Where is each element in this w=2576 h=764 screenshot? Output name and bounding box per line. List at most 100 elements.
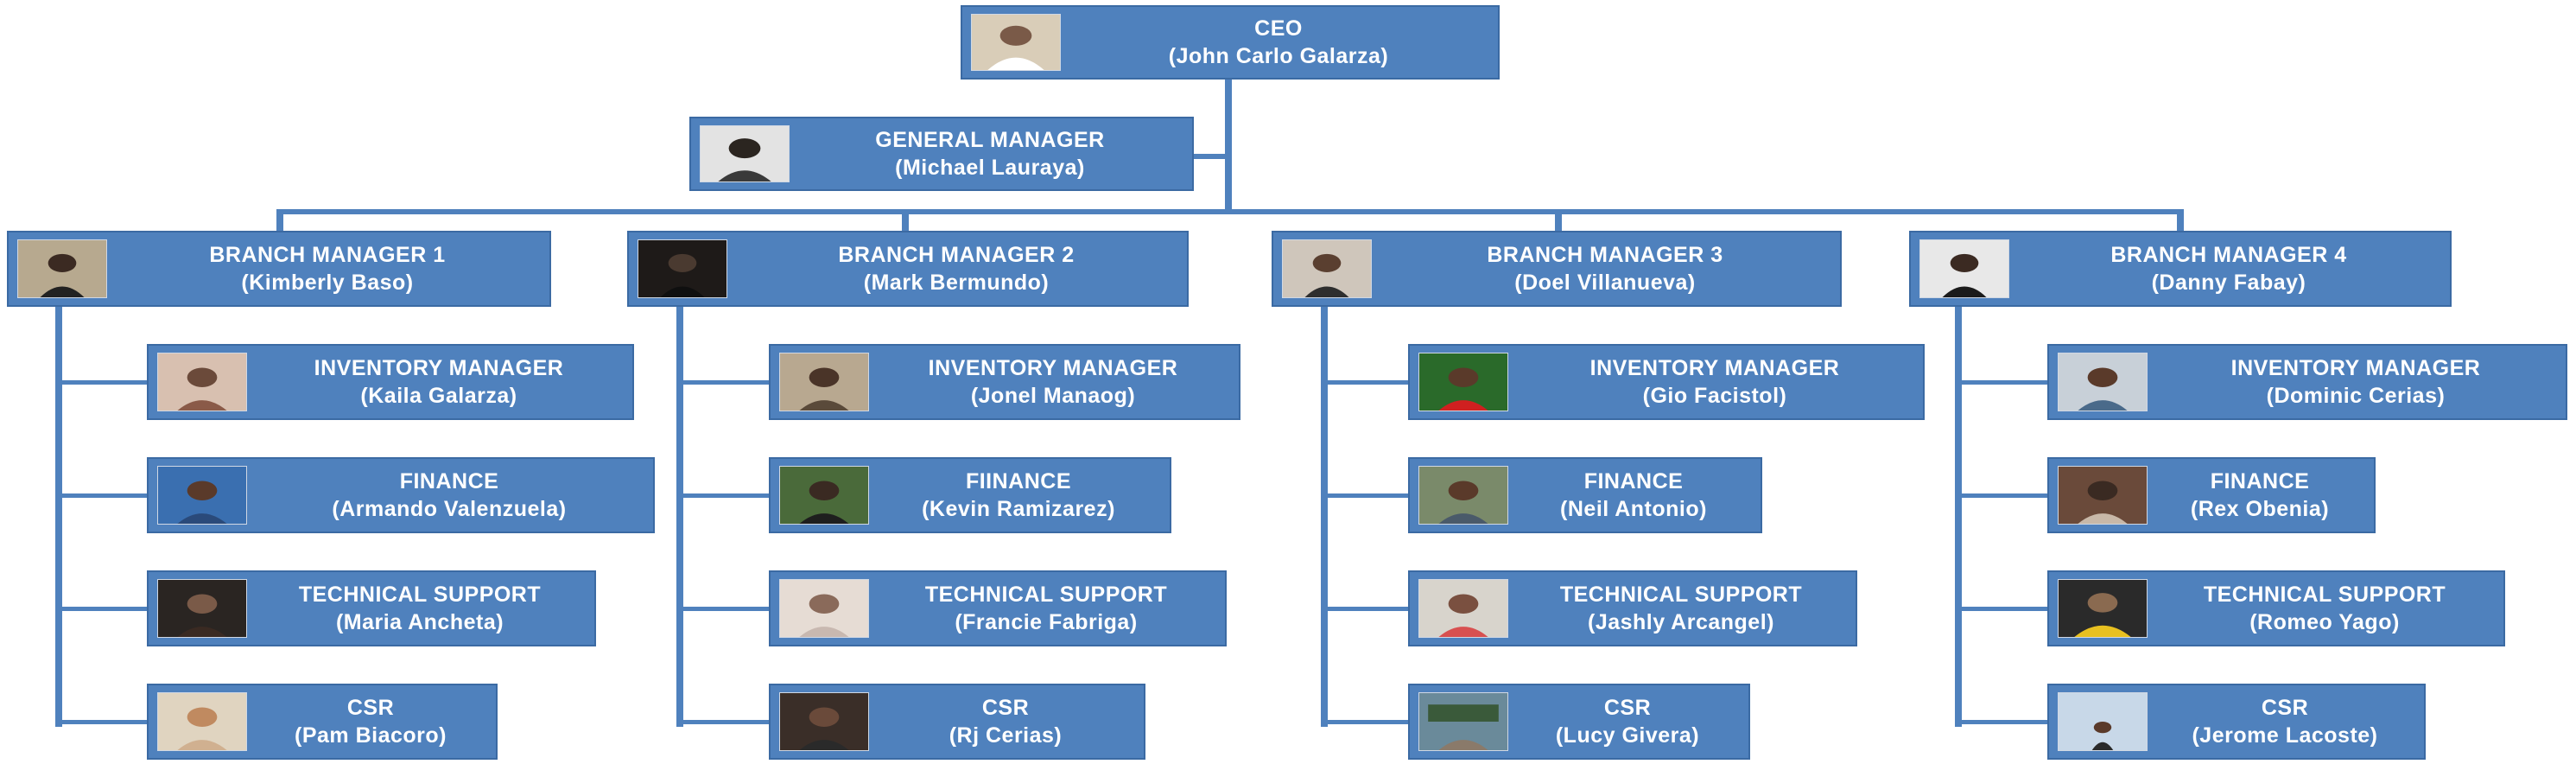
staff-node-inventory-manager[interactable]: INVENTORY MANAGER (Gio Facistol): [1408, 344, 1925, 420]
staff-photo: [1418, 466, 1508, 525]
staff-photo: [779, 353, 869, 411]
staff-photo: [779, 466, 869, 525]
node-role: TECHNICAL SUPPORT: [1559, 583, 1803, 607]
node-role: CEO: [1254, 16, 1303, 41]
staff-photo: [157, 692, 247, 751]
staff-node-inventory-manager[interactable]: INVENTORY MANAGER(Dominic Cerias): [2047, 344, 2567, 420]
staff-node-technical-support[interactable]: TECHNICAL SUPPORT (Jashly Arcangel): [1408, 570, 1857, 646]
node-role: TECHNICAL SUPPORT: [924, 583, 1168, 607]
node-person-name: (Maria Ancheta): [335, 610, 504, 634]
node-role: INVENTORY MANAGER: [1589, 356, 1840, 380]
node-person-name: (Danny Fabay): [2151, 271, 2306, 295]
node-person-name: (Kaila Galarza): [360, 384, 517, 408]
branch-2-staff-connector: [676, 380, 770, 385]
general-manager-link-line: [1192, 154, 1227, 159]
staff-node-inventory-manager[interactable]: INVENTORY MANAGER(Kaila Galarza): [147, 344, 634, 420]
branch-4-spine-line: [1955, 305, 1962, 727]
node-person-name: (Francie Fabriga): [955, 610, 1138, 634]
node-role: BRANCH MANAGER 4: [2110, 243, 2347, 267]
node-person-name: (Romeo Yago): [2249, 610, 2400, 634]
node-role: INVENTORY MANAGER: [2230, 356, 2481, 380]
branch-4-staff-connector: [1955, 380, 2048, 385]
staff-photo: [2058, 466, 2148, 525]
staff-photo: [1418, 692, 1508, 751]
branch-3-staff-connector: [1321, 493, 1414, 498]
node-person-name: (Mark Bermundo): [863, 271, 1050, 295]
staff-node-finance[interactable]: FINANCE(Neil Antonio): [1408, 457, 1762, 533]
node-person-name: (Jonel Manaog): [970, 384, 1136, 408]
node-role: BRANCH MANAGER 3: [1487, 243, 1723, 267]
node-person-name: (Michael Lauraya): [895, 156, 1085, 180]
branch-3-spine-line: [1321, 305, 1328, 727]
staff-node-technical-support[interactable]: TECHNICAL SUPPORT (Romeo Yago): [2047, 570, 2505, 646]
staff-node-finance[interactable]: FINANCE (Rex Obenia): [2047, 457, 2376, 533]
node-role: FINANCE: [399, 469, 499, 493]
node-role: TECHNICAL SUPPORT: [2203, 583, 2446, 607]
staff-node-finance[interactable]: FINANCE (Armando Valenzuela): [147, 457, 655, 533]
staff-node-csr[interactable]: CSR(Rj Cerias): [769, 684, 1145, 760]
branch-1-staff-connector: [55, 720, 149, 724]
staff-node-csr[interactable]: CSR (Pam Biacoro): [147, 684, 498, 760]
branch-4-staff-connector: [1955, 720, 2048, 724]
branch-1-staff-connector: [55, 493, 149, 498]
node-role: CSR: [981, 696, 1030, 720]
node-role: CSR: [346, 696, 395, 720]
branch-3-staff-connector: [1321, 607, 1414, 611]
branch-2-staff-connector: [676, 607, 770, 611]
node-person-name: (Kimberly Baso): [241, 271, 414, 295]
branch-2-drop-line: [902, 209, 909, 232]
branch-2-spine-line: [676, 305, 683, 727]
branch-manager-2-node[interactable]: BRANCH MANAGER 2 (Mark Bermundo): [627, 231, 1189, 307]
branch-4-drop-line: [2177, 209, 2184, 232]
general-manager-photo: [700, 125, 790, 182]
staff-photo: [2058, 353, 2148, 411]
node-person-name: (Lucy Givera): [1555, 723, 1700, 748]
staff-photo: [1418, 579, 1508, 638]
branch-1-staff-connector: [55, 380, 149, 385]
branch-3-drop-line: [1555, 209, 1562, 232]
branch-4-staff-connector: [1955, 493, 2048, 498]
staff-node-technical-support[interactable]: TECHNICAL SUPPORT (Francie Fabriga): [769, 570, 1227, 646]
branch-manager-1-node[interactable]: BRANCH MANAGER 1 (Kimberly Baso): [7, 231, 551, 307]
staff-node-csr[interactable]: CSR (Jerome Lacoste): [2047, 684, 2426, 760]
staff-photo: [157, 579, 247, 638]
ceo-photo: [971, 14, 1061, 71]
branch-1-drop-line: [276, 209, 283, 232]
node-role: GENERAL MANAGER: [875, 128, 1105, 152]
node-person-name: (Armando Valenzuela): [332, 497, 567, 521]
staff-node-technical-support[interactable]: TECHNICAL SUPPORT (Maria Ancheta): [147, 570, 596, 646]
node-role: CSR: [2261, 696, 2309, 720]
branch-manager-3-node[interactable]: BRANCH MANAGER 3 (Doel Villanueva): [1272, 231, 1842, 307]
node-role: FINANCE: [2210, 469, 2310, 493]
node-role: CSR: [1603, 696, 1652, 720]
branch-manager-4-node[interactable]: BRANCH MANAGER 4 (Danny Fabay): [1909, 231, 2452, 307]
staff-node-csr[interactable]: CSR (Lucy Givera): [1408, 684, 1750, 760]
branch-4-staff-connector: [1955, 607, 2048, 611]
node-person-name: (Rex Obenia): [2190, 497, 2330, 521]
staff-node-inventory-manager[interactable]: INVENTORY MANAGER(Jonel Manaog): [769, 344, 1240, 420]
staff-photo: [1418, 353, 1508, 411]
node-role: FIINANCE: [965, 469, 1072, 493]
node-person-name: (Gio Facistol): [1642, 384, 1787, 408]
node-person-name: (Jashly Arcangel): [1588, 610, 1774, 634]
node-person-name: (Kevin Ramizarez): [922, 497, 1115, 521]
staff-photo: [157, 353, 247, 411]
staff-photo: [157, 466, 247, 525]
branch-1-staff-connector: [55, 607, 149, 611]
branch-2-staff-connector: [676, 720, 770, 724]
staff-node-finance[interactable]: FIINANCE (Kevin Ramizarez): [769, 457, 1171, 533]
node-person-name: (Pam Biacoro): [295, 723, 447, 748]
branch-1-spine-line: [55, 305, 62, 727]
staff-photo: [779, 579, 869, 638]
node-person-name: (John Carlo Galarza): [1168, 44, 1389, 68]
node-person-name: (Jerome Lacoste): [2192, 723, 2378, 748]
ceo-node[interactable]: CEO (John Carlo Galarza): [961, 5, 1500, 80]
branch-manager-photo: [1919, 239, 2009, 298]
staff-photo: [2058, 579, 2148, 638]
general-manager-node[interactable]: GENERAL MANAGER (Michael Lauraya): [689, 117, 1194, 191]
branch-manager-photo: [638, 239, 727, 298]
node-role: BRANCH MANAGER 2: [838, 243, 1075, 267]
branch-3-staff-connector: [1321, 720, 1414, 724]
node-role: TECHNICAL SUPPORT: [298, 583, 542, 607]
